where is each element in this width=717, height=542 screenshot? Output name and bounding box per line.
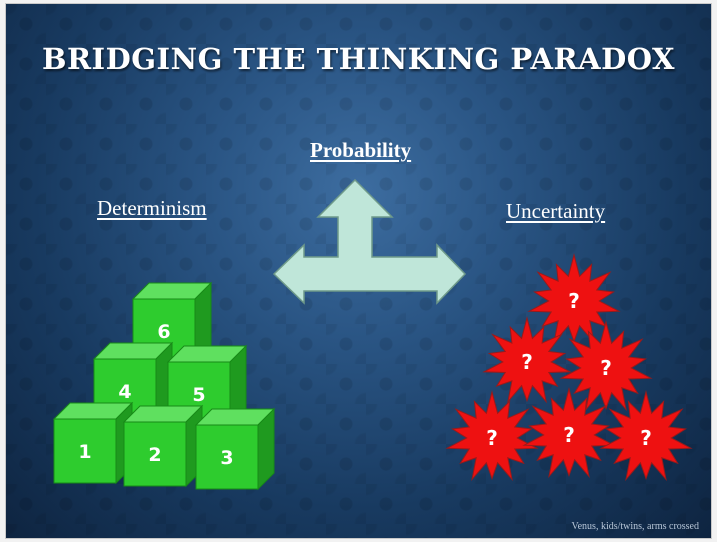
number-block-2: 2 bbox=[122, 404, 204, 488]
starburst-shape bbox=[482, 316, 572, 404]
question-mark: ? bbox=[600, 356, 612, 380]
probability-label: Probability bbox=[310, 138, 412, 162]
question-starbursts: ?????? bbox=[445, 253, 693, 482]
block-number: 3 bbox=[220, 447, 233, 469]
number-block-3: 3 bbox=[194, 407, 276, 491]
slide-title: BRIDGING THE THINKING PARADOX bbox=[41, 42, 676, 76]
number-blocks-pyramid: 6 4 5 1 2 3 bbox=[52, 281, 276, 491]
question-mark: ? bbox=[568, 289, 580, 313]
slide: BRIDGING THE THINKING PARADOX Probabilit… bbox=[6, 4, 711, 538]
block-front-face bbox=[123, 421, 187, 487]
block-number: 1 bbox=[78, 441, 91, 463]
starburst-shape bbox=[522, 387, 616, 479]
block-number: 6 bbox=[157, 321, 170, 343]
question-starburst-icon: ? bbox=[522, 387, 616, 479]
question-mark: ? bbox=[486, 426, 498, 450]
starburst-shape bbox=[559, 320, 653, 412]
three-way-arrow-icon bbox=[272, 178, 467, 305]
question-starburst-icon: ? bbox=[482, 316, 572, 404]
number-block-1: 1 bbox=[52, 401, 134, 485]
question-mark: ? bbox=[563, 423, 575, 447]
question-mark: ? bbox=[521, 350, 533, 374]
starburst-shape bbox=[445, 390, 539, 482]
starburst-shape bbox=[599, 390, 693, 482]
block-front-face bbox=[53, 418, 117, 484]
slide-artwork: 6 4 5 1 2 3 ?????? bbox=[52, 178, 693, 491]
question-mark: ? bbox=[640, 426, 652, 450]
question-starburst-icon: ? bbox=[599, 390, 693, 482]
image-credit-caption: Venus, kids/twins, arms crossed bbox=[571, 521, 700, 532]
block-front-face bbox=[195, 424, 259, 490]
block-number: 2 bbox=[148, 444, 161, 466]
determinism-label: Determinism bbox=[97, 196, 207, 220]
block-number: 5 bbox=[192, 384, 205, 406]
question-starburst-icon: ? bbox=[445, 390, 539, 482]
question-starburst-icon: ? bbox=[559, 320, 653, 412]
uncertainty-label: Uncertainty bbox=[506, 199, 606, 223]
block-number: 4 bbox=[118, 381, 131, 403]
